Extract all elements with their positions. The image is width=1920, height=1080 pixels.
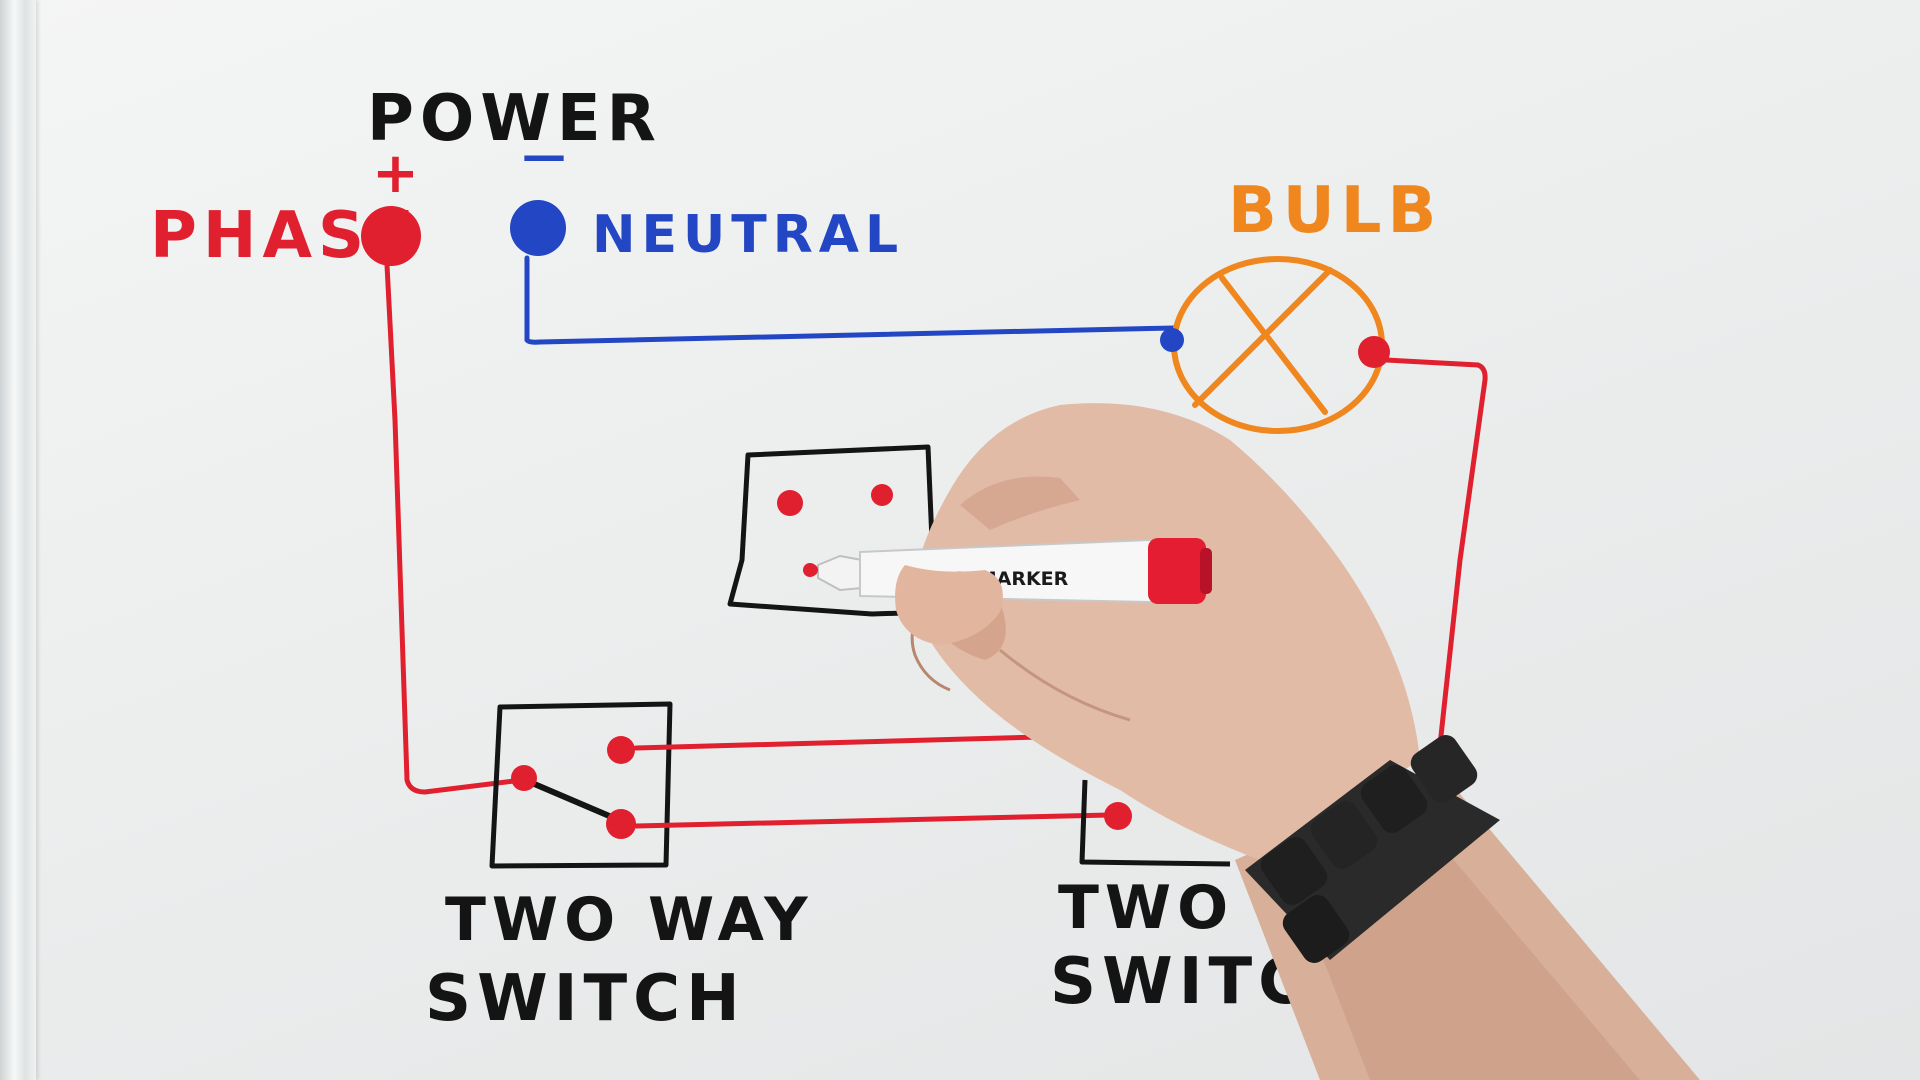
phase-wire (384, 262, 525, 795)
switch1-terminal-top (607, 736, 635, 764)
bulb-label: BULB (1228, 174, 1442, 248)
neutral-label: NEUTRAL (592, 205, 904, 265)
bulb-return-wire (1383, 357, 1488, 748)
intermediate-terminal-1 (777, 490, 803, 516)
whiteboard-marker: ARD MARKER (806, 538, 1212, 604)
switch1-label-line1: TWO WAY (445, 885, 814, 955)
switch2-terminal (1104, 802, 1132, 830)
switch1-label-line2: SWITCH (425, 962, 746, 1036)
two-way-switch-1 (489, 701, 673, 869)
minus-sign: — (522, 130, 572, 181)
traveler-wire-top (633, 734, 1043, 751)
bulb-phase-terminal (1358, 336, 1390, 368)
plus-sign: + (372, 141, 425, 206)
power-label: POWER (367, 82, 662, 156)
bulb-symbol (1171, 256, 1385, 434)
phase-terminal (361, 206, 421, 266)
neutral-terminal (510, 200, 566, 256)
intermediate-terminal-2 (871, 484, 893, 506)
intermediate-switch (727, 444, 938, 617)
traveler-wire-bottom (633, 812, 1113, 829)
hand-with-marker: ARD MARKER (806, 403, 1700, 1080)
bulb-neutral-terminal (1160, 328, 1184, 352)
two-way-switch-2 (1079, 779, 1231, 867)
whiteboard-frame (0, 0, 36, 1080)
switch1-common-terminal (511, 765, 537, 791)
wristwatch-band (1245, 735, 1500, 963)
switch1-terminal-bottom (606, 809, 636, 839)
neutral-wire (524, 255, 1175, 345)
